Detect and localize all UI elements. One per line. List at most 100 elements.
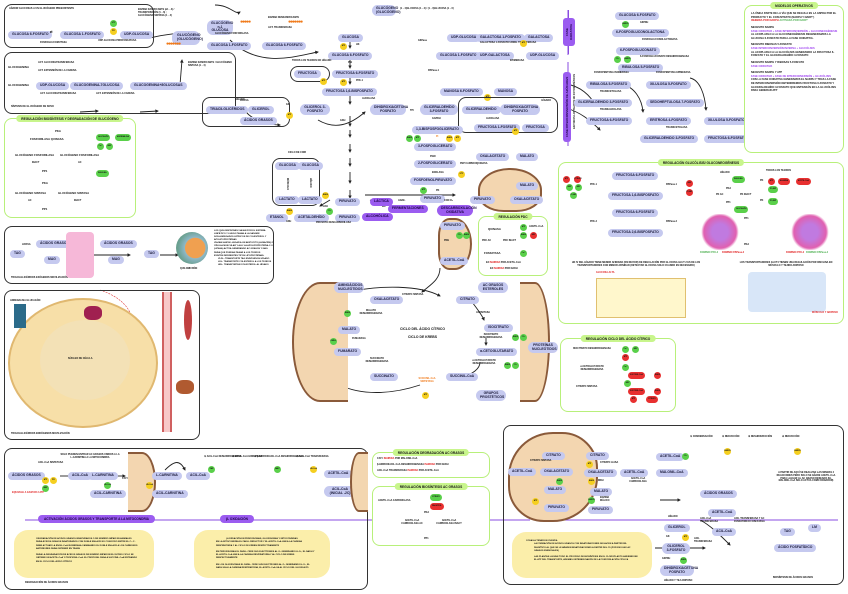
node-citrate-in[interactable]: CITRATO: [542, 452, 565, 460]
node-pyruvate-cori[interactable]: PIRUVATO: [335, 198, 360, 206]
node-acetaldehyde[interactable]: ACETALDEHÍDO: [294, 214, 329, 222]
node-2-phosphoglycerate[interactable]: 2-FOSFOGLICERATO: [414, 160, 457, 168]
node-pyruvate[interactable]: PIRUVATO: [420, 195, 445, 203]
node-mag-2[interactable]: MAG: [108, 256, 124, 264]
node-l-carnitine[interactable]: L-CARNITINA: [88, 472, 118, 480]
node-glucose-6-phosphate-2[interactable]: GLUCOSA 6-FOSFATO: [262, 42, 307, 50]
node-fructose[interactable]: FRUCTOSA: [294, 70, 321, 78]
node-glycogenin-8-glucose[interactable]: GLUCOGENINA+8GLUCOSAS: [130, 82, 187, 90]
node-fructose-1-6-bisphosphate[interactable]: FRUCTOSA 1,6-BISFOSFATO: [322, 88, 377, 96]
node-fumarate[interactable]: FUMARATO: [334, 348, 362, 356]
node-citrate-out[interactable]: CITRATO: [586, 452, 609, 460]
node-erythrose-4-phosphate[interactable]: ERITROSA 4-FOSFATO: [646, 117, 692, 125]
node-oxaloacetate[interactable]: OXALACETATO: [370, 296, 404, 304]
node-acetyl-coa[interactable]: ACETIL-CoA: [440, 257, 469, 265]
node-malate-mito[interactable]: MALATO: [516, 182, 539, 190]
node-xylulose-5-phosphate[interactable]: XILULOSA 5-FOSFATO: [646, 81, 691, 89]
node-f6p-reg[interactable]: FRUCTOSA 6-FOSFATO: [612, 172, 659, 180]
node-fatty-acids-sterols[interactable]: AC GRASOS ESTEROLES: [478, 282, 508, 294]
node-pyruvate-pdh[interactable]: PIRUVATO: [440, 222, 465, 230]
node-f16bp-reg[interactable]: FRUCTOSA 1,6-BISFOSFATO: [608, 192, 663, 200]
node-gap-ppp[interactable]: GLICERALDEHIDO 3-FOSFATO: [574, 99, 633, 107]
node-proteins-nucleotides[interactable]: PROTEÍNAS NUCLEÓTIDOS: [528, 342, 558, 354]
node-gap[interactable]: GLICERALDEHÍDO 3-FOSFATO: [420, 104, 458, 116]
node-glycerol-3-phosphate[interactable]: GLICEROL 3-FOSFATO: [662, 543, 690, 555]
node-fructose-6-phosphate-ppp[interactable]: FRUCTOSA 6-FOSFATO: [586, 117, 633, 125]
node-malate[interactable]: MALATO: [516, 153, 539, 161]
node-3-phosphoglycerate[interactable]: 3-FOSFOGLICERATO: [414, 143, 457, 151]
node-fructose-1-phosphate[interactable]: FRUCTOSA 1-FOSFATO: [474, 124, 521, 132]
node-mag[interactable]: MAG: [44, 256, 60, 264]
node-malate[interactable]: MALATO: [338, 326, 361, 334]
node-fructose-6-phosphate-ppp-2[interactable]: FRUCTOSA 6-FOSFATO: [704, 135, 751, 143]
node-lactate-liver[interactable]: LACTATO: [298, 196, 322, 204]
node-oxaloacetate-in[interactable]: OXALACETATO: [540, 468, 574, 476]
node-oxaloacetate-mito[interactable]: OXALACETATO: [510, 196, 544, 204]
node-glucose[interactable]: GLUCOSA: [338, 34, 363, 42]
node-dhap-2[interactable]: DIHIDROXIACETONA FOSFATO: [500, 104, 540, 116]
node-udp-glucose[interactable]: UDP-GLUCOSA: [120, 31, 154, 39]
node-glyceraldehyde[interactable]: GLICERALDEHÍDO: [462, 106, 501, 114]
node-6-phosphogluconate[interactable]: 6-FOSFOGLUCONATO: [616, 47, 661, 55]
node-dhap[interactable]: DIHIDROXIACETONA FOSFATO: [370, 104, 408, 116]
node-alpha-ketoglutarate[interactable]: α-CETOGLUTARATO: [476, 348, 518, 356]
node-ribulose-5-phosphate[interactable]: RIBULOSA 5-FOSFATO: [618, 64, 664, 72]
node-tag[interactable]: TAG: [10, 250, 25, 258]
node-glucose-6-phosphate[interactable]: GLUCOSA 6-FOSFATO: [328, 52, 373, 60]
node-glycogen-top[interactable]: GLUCÓGENO (GLUCÓGENO): [372, 5, 401, 17]
node-lipids[interactable]: LM: [808, 524, 821, 532]
node-ribose-5-phosphate[interactable]: RIBULOSA 5-FOSFATO: [586, 81, 632, 89]
node-lactic-fermentation[interactable]: LÁCTICA: [370, 198, 393, 206]
node-amino-acids[interactable]: AMINOÁCIDOS NUCLEÓTIDOS: [334, 282, 364, 294]
node-galactose-1-phosphate[interactable]: GALACTOSA 1-FOSFATO: [476, 34, 525, 42]
node-acyl-coa-in[interactable]: ACIL-CoA: [186, 472, 211, 480]
node-dhap[interactable]: DIHIDROXIACETONA FOSFATO: [660, 565, 698, 577]
node-glycerol[interactable]: GLICEROL: [248, 106, 274, 114]
node-xylulose-5-phosphate-2[interactable]: XILULOSA 5-FOSFATO: [704, 117, 749, 125]
node-acetyl-coa[interactable]: ACETIL-CoA: [324, 470, 353, 478]
node-udp-glucose[interactable]: UDP-GLUCOSA: [447, 34, 481, 42]
node-glycogen[interactable]: GLUCÓGENO (GLUCÓGENO): [172, 31, 203, 45]
node-oxaloacetate[interactable]: OXALACETATO: [476, 153, 510, 161]
node-mannose-6-phosphate[interactable]: MANOSA 6-FOSFATO: [440, 88, 483, 96]
node-alcoholic-fermentation[interactable]: ALCOHÓLICA: [362, 213, 393, 221]
node-tag-2[interactable]: TAG: [144, 250, 159, 258]
node-malate-out[interactable]: MALATO: [590, 488, 613, 496]
node-phosphatidic-acid[interactable]: ÁCIDO FOSFATÍDICO: [774, 544, 817, 552]
node-fructose-6-phosphate[interactable]: FRUCTOSA 6-FOSFATO: [332, 70, 379, 78]
node-oxaloacetate-out[interactable]: OXALACETATO: [584, 469, 618, 477]
node-glucose-1-phosphate-2[interactable]: GLUCOSA 1-FOSFATO: [207, 42, 252, 50]
node-fermentations[interactable]: FERMENTACIONES: [388, 205, 428, 213]
node-glucose-muscle[interactable]: GLUCOSA: [275, 162, 300, 170]
node-acyl-coa-short[interactable]: ACIL-CoA (INICIAL -2C): [324, 486, 356, 498]
node-acyl-carnitine-in[interactable]: ACIL-CARNITINA: [152, 490, 188, 498]
node-pep[interactable]: FOSFOENOLPIRUVATO: [410, 177, 457, 185]
node-gap-ppp-2[interactable]: GLICERALDEHIDO 3-FOSFATO: [640, 135, 699, 143]
node-mannose[interactable]: MANOSA: [494, 88, 518, 96]
node-fructose-2[interactable]: FRUCTOSA: [522, 124, 549, 132]
node-1-3-bisphosphoglycerate[interactable]: 1,3-BISFOSFOGLICERATO: [412, 126, 463, 134]
node-isocitrate[interactable]: ISOCITRATO: [484, 324, 513, 332]
node-fatty-acids[interactable]: ÁCIDOS GRASOS: [36, 240, 73, 248]
node-glycogen-n-1[interactable]: GLUCÓGENO n-1 GLUCOSA: [207, 20, 233, 36]
node-malate-in[interactable]: MALATO: [544, 486, 567, 494]
node-ethanol[interactable]: ETANOL: [266, 214, 288, 222]
node-fatty-acids[interactable]: ÁCIDOS GRASOS: [240, 117, 277, 125]
node-l-carnitine-in[interactable]: L-CARNITINA: [152, 472, 182, 480]
node-succinyl-coa[interactable]: SUCCINIL-CoA: [446, 373, 479, 381]
node-tag[interactable]: TAG: [780, 528, 795, 536]
node-pyruvate-alcohol[interactable]: PIRUVATO: [335, 214, 360, 222]
node-glucose-1-phosphate[interactable]: GLUCOSA 1-FOSFATO: [60, 31, 105, 39]
node-lactate-muscle[interactable]: LACTATO: [275, 196, 299, 204]
node-oxidative-decarboxylation[interactable]: DESCARBOXILACIÓN OXIDATIVA: [437, 205, 477, 217]
node-f26bp[interactable]: FRUCTOSA 2,6-BISFOSFATO: [608, 229, 663, 237]
node-pyruvate-in[interactable]: PIRUVATO: [544, 504, 569, 512]
node-succinate[interactable]: SUCCINATO: [370, 373, 398, 381]
node-udp-glucose[interactable]: UDP-GLUCOSA: [36, 82, 70, 90]
node-acetyl-coa-2[interactable]: ACETIL-CoA: [656, 453, 685, 461]
node-fatty-acids[interactable]: ÁCIDOS GRASOS: [8, 472, 45, 480]
node-acyl-coa[interactable]: ACIL-CoA: [712, 528, 737, 536]
node-fatty-acids-2[interactable]: ÁCIDOS GRASOS: [100, 240, 137, 248]
node-glucose-6-phosphate[interactable]: GLUCOSA 6-FOSFATO: [8, 31, 53, 39]
node-acetyl-coa-3[interactable]: ACETIL-CoA: [708, 509, 737, 517]
